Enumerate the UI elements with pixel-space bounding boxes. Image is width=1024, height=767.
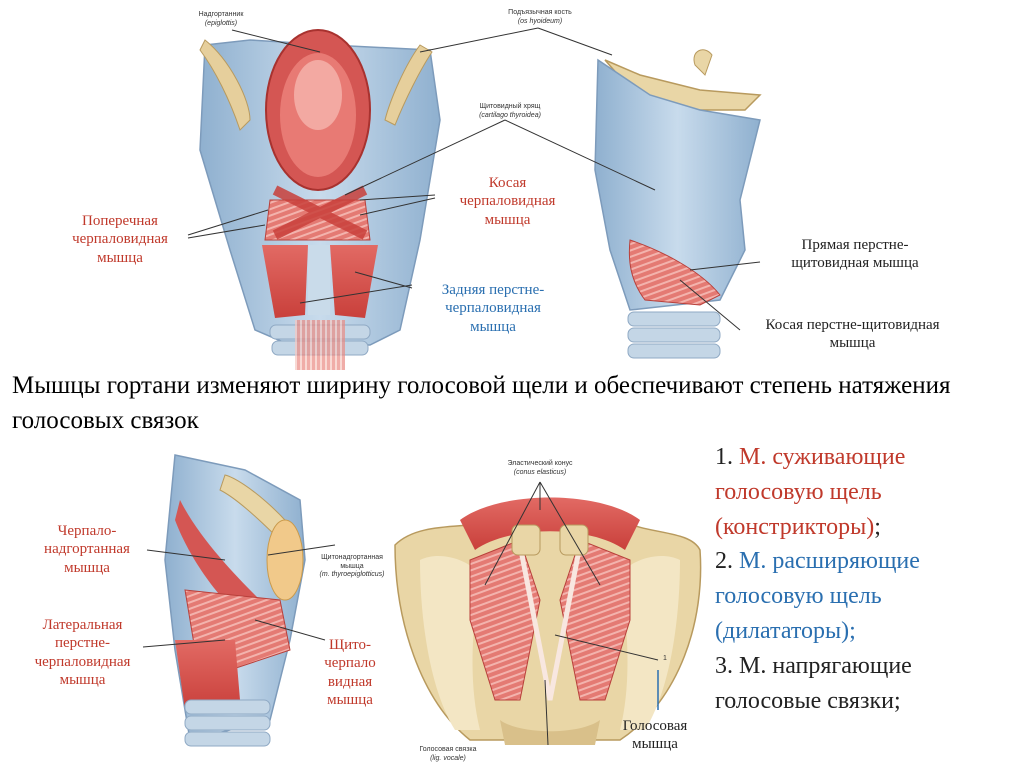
marker-number-1: 1 — [660, 655, 670, 664]
lateral-view-figure — [595, 50, 760, 358]
list-item-dilators: 2. М. расширяющие голосовую щель (дилата… — [715, 544, 1015, 648]
hyoid-bone-label: Подъязычная кость(os hyoideum) — [495, 9, 585, 27]
superior-view-figure — [395, 498, 701, 746]
muscle-groups-list: 1. М. суживающие голосовую щель (констри… — [715, 440, 1015, 718]
vocalis-label: Голосовая мышца — [605, 717, 705, 754]
posterior-cricoarytenoid-label: Задняя перстне- черпаловидная мышца — [408, 281, 578, 336]
aryepiglottic-label: Черпало- надгортанная мышца — [22, 522, 152, 577]
transverse-arytenoid-label: Поперечная черпаловидная мышца — [40, 212, 200, 267]
slide-heading: Мышцы гортани изменяют ширину голосовой … — [12, 368, 1012, 438]
vocal-ligament-label: Голосовая связка(lig. vocale) — [408, 746, 488, 764]
oblique-cricothyroid-label: Косая перстне-щитовидная мышца — [735, 316, 970, 353]
thyroarytenoid-label: Щито- черпало видная мышца — [300, 636, 400, 709]
list-item-constrictors: 1. М. суживающие голосовую щель (констри… — [715, 440, 1015, 544]
thyroepiglottic-label: Щитонадгортанная мышца(m. thyroepiglotti… — [312, 545, 392, 589]
lateral-cricoarytenoid-label: Латеральная перстне- черпаловидная мышца — [10, 616, 155, 689]
lateral-dissection-figure — [165, 455, 305, 746]
oblique-arytenoid-label: Косая черпаловидная мышца — [430, 174, 585, 229]
thyroid-cartilage-label: Щитовидный хрящ(cartilago thyroidea) — [470, 103, 550, 121]
conus-elasticus-label: Эластический конус(conus elasticus) — [495, 460, 585, 478]
list-item-tensors: 3. М. напрягающие голосовые связки; — [715, 649, 1015, 719]
posterior-view-figure — [200, 30, 440, 370]
epiglottis-label: Надгортанник(epiglottis) — [186, 11, 256, 29]
straight-cricothyroid-label: Прямая перстне- щитовидная мышца — [755, 236, 955, 273]
